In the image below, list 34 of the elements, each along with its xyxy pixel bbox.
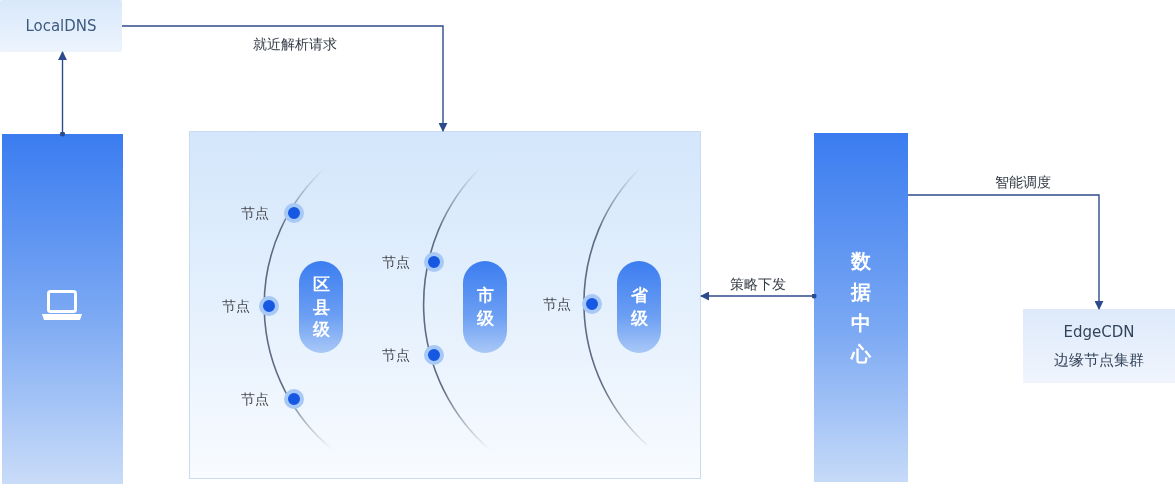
client-panel bbox=[2, 134, 123, 484]
arrow bbox=[121, 25, 448, 132]
node-dot bbox=[424, 345, 444, 365]
tier-pill bbox=[617, 261, 661, 353]
vertical-label: 区县级 bbox=[312, 272, 330, 342]
node-dot bbox=[284, 389, 304, 409]
node-dot bbox=[284, 203, 304, 223]
node-caption: 节点 bbox=[382, 253, 410, 271]
vertical-label: 市级 bbox=[476, 284, 494, 330]
edge-cluster-box bbox=[1023, 309, 1175, 383]
data-center-bar bbox=[814, 133, 908, 482]
vertical-label: 省级 bbox=[630, 284, 648, 330]
node-caption: 节点 bbox=[222, 297, 250, 315]
node-caption: 节点 bbox=[543, 295, 571, 313]
node-label: 边缘节点集群 bbox=[1054, 350, 1144, 370]
arrow bbox=[700, 291, 817, 301]
tier-pill bbox=[299, 261, 343, 353]
node-caption: 节点 bbox=[241, 204, 269, 222]
node-label: EdgeCDN bbox=[1063, 322, 1135, 342]
vertical-label: 数据中心 bbox=[851, 247, 871, 368]
arrow bbox=[907, 194, 1104, 310]
edge-label: 就近解析请求 bbox=[251, 35, 339, 53]
edge-label: 智能调度 bbox=[993, 173, 1053, 191]
node-caption: 节点 bbox=[241, 390, 269, 408]
node-dot bbox=[424, 252, 444, 272]
node-dot bbox=[582, 294, 602, 314]
arrow bbox=[58, 51, 67, 137]
dns-server-box bbox=[0, 0, 122, 52]
node-dot bbox=[259, 296, 279, 316]
node-tier-panel bbox=[189, 131, 701, 479]
edge-label: 策略下发 bbox=[728, 275, 788, 293]
node-label: LocalDNS bbox=[25, 16, 97, 36]
tier-pill bbox=[463, 261, 507, 353]
node-caption: 节点 bbox=[382, 346, 410, 364]
